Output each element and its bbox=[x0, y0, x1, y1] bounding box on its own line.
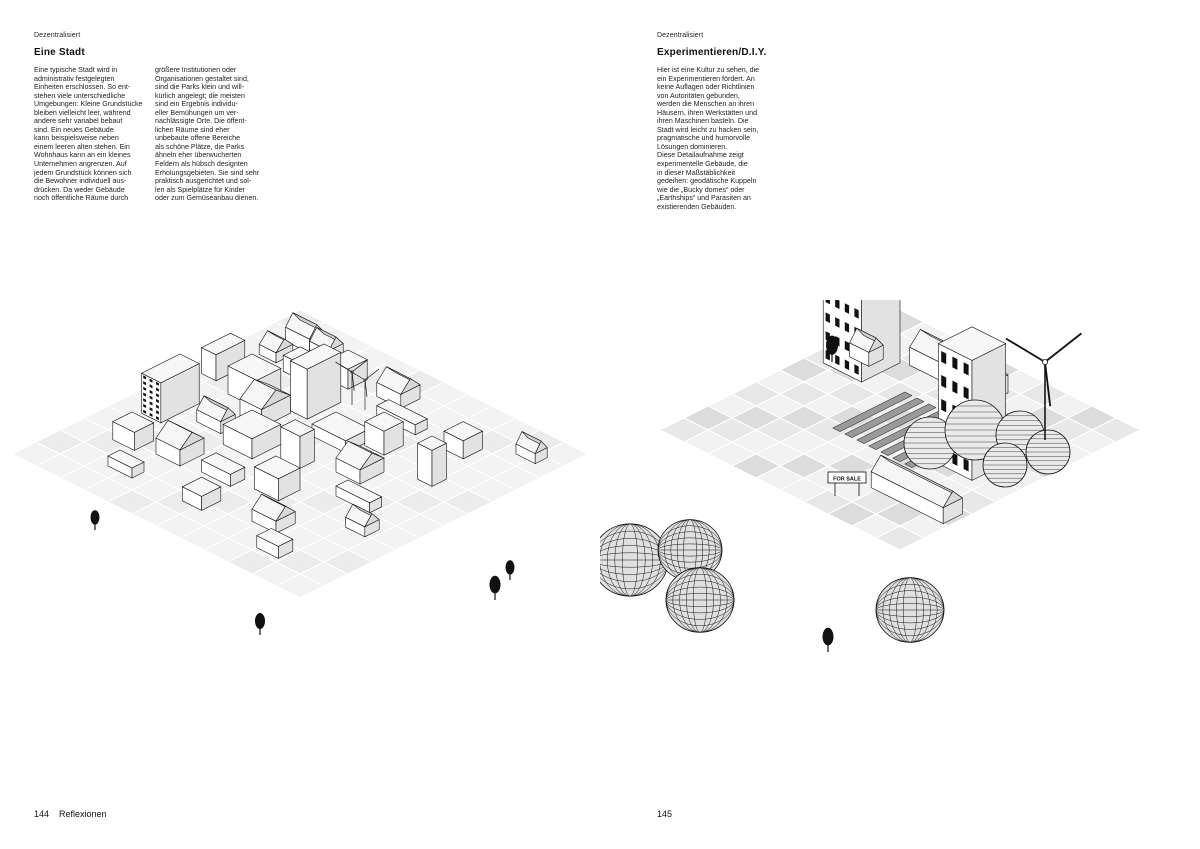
city-building bbox=[200, 332, 246, 382]
tree-icon bbox=[255, 613, 265, 635]
right-body-column-1: Hier ist eine Kultur zu sehen, die ein E… bbox=[657, 66, 760, 211]
right-footer: 145 bbox=[657, 809, 672, 819]
page-number-right: 145 bbox=[657, 809, 673, 819]
tree-icon bbox=[505, 560, 515, 580]
wind-turbine-icon bbox=[349, 368, 380, 410]
tree-icon bbox=[489, 575, 501, 600]
city-building bbox=[251, 493, 296, 534]
wind-turbine-icon bbox=[335, 359, 368, 405]
page-number-left: 144 bbox=[34, 809, 50, 819]
geodesic-dome-icon bbox=[657, 519, 723, 581]
city-building bbox=[112, 411, 155, 451]
earthship-hive bbox=[1025, 429, 1071, 475]
city-building bbox=[364, 411, 404, 456]
city-building bbox=[256, 528, 294, 559]
city-building bbox=[155, 420, 205, 467]
left-page: Dezentralisiert Eine Stadt Eine typische… bbox=[0, 32, 600, 819]
city-building bbox=[515, 431, 548, 465]
city-building bbox=[289, 343, 342, 420]
section-name: Reflexionen bbox=[59, 809, 107, 819]
left-body-column-1: Eine typische Stadt wird in administrati… bbox=[34, 66, 143, 203]
city-building bbox=[140, 353, 200, 424]
rooftop-parasite bbox=[849, 327, 884, 367]
city-building bbox=[258, 330, 294, 364]
earthship-hive bbox=[982, 442, 1028, 488]
geodesic-dome-icon bbox=[875, 577, 945, 643]
earthship-hive bbox=[903, 416, 957, 470]
wind-turbine-icon bbox=[1005, 332, 1082, 440]
for-sale-sign: FOR SALE bbox=[827, 471, 867, 496]
for-sale-label: FOR SALE bbox=[833, 477, 861, 483]
diy-illustration: FOR SALE bbox=[600, 300, 1200, 810]
city-building bbox=[200, 452, 246, 487]
city-building bbox=[335, 440, 385, 485]
city-building bbox=[181, 476, 222, 511]
city-building bbox=[107, 449, 145, 479]
geodesic-dome-icon bbox=[600, 523, 669, 597]
city-building bbox=[416, 435, 448, 487]
city-building bbox=[253, 455, 301, 502]
city-illustration bbox=[0, 300, 600, 810]
window-grid bbox=[143, 375, 159, 421]
left-title: Eine Stadt bbox=[34, 47, 85, 58]
geodesic-dome-icon bbox=[665, 567, 735, 633]
greenhouse-lower bbox=[870, 454, 963, 525]
city-building bbox=[443, 421, 484, 460]
left-body-column-2: größere Institutionen oder Organisatione… bbox=[155, 66, 260, 203]
right-title: Experimentieren/D.I.Y. bbox=[657, 47, 767, 58]
tree-icon bbox=[822, 627, 834, 652]
city-building bbox=[335, 479, 383, 514]
city-building bbox=[222, 409, 282, 460]
left-kicker: Dezentralisiert bbox=[34, 32, 81, 39]
city-building bbox=[345, 503, 380, 538]
left-footer: 144 Reflexionen bbox=[34, 809, 107, 819]
right-kicker: Dezentralisiert bbox=[657, 32, 704, 39]
city-building bbox=[280, 419, 316, 469]
right-page: Dezentralisiert Experimentieren/D.I.Y. H… bbox=[600, 0, 1200, 849]
tree-icon bbox=[826, 335, 838, 362]
tree-icon bbox=[90, 510, 100, 530]
